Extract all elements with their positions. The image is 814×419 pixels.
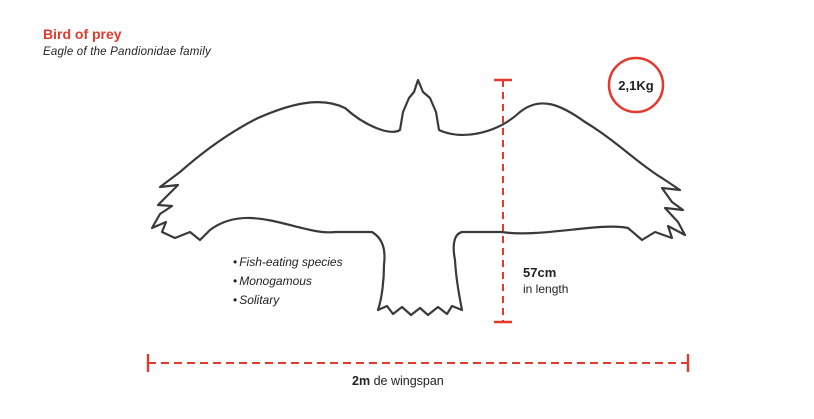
fact-item: Fish-eating species xyxy=(233,253,342,272)
length-value: 57cm xyxy=(523,265,557,280)
facts-list: Fish-eating species Monogamous Solitary xyxy=(233,253,343,310)
diagram-title: Bird of prey xyxy=(43,26,122,42)
diagram-subtitle: Eagle of the Pandionidae family xyxy=(43,46,211,58)
weight-value: 2,1Kg xyxy=(618,77,654,93)
wingspan-value: 2m xyxy=(352,374,371,388)
fact-item: Monogamous xyxy=(233,272,343,291)
wingspan-caption: 2m de wingspan xyxy=(352,374,444,388)
weight-circle xyxy=(607,56,665,114)
wingspan-label: de wingspan xyxy=(373,374,444,388)
fact-item: Solitary xyxy=(233,291,343,310)
eagle-silhouette-icon xyxy=(150,78,687,317)
length-label: in length xyxy=(523,282,569,296)
